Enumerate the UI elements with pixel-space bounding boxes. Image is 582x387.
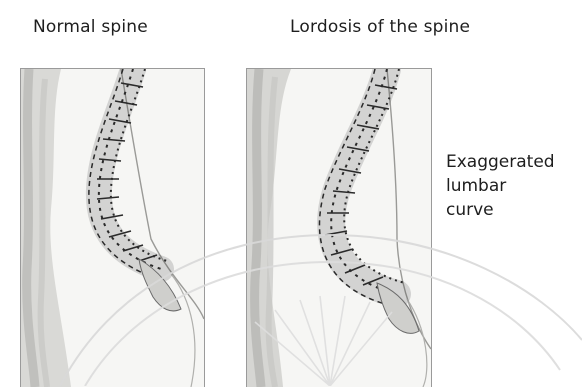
normal-spine-title: Normal spine (33, 17, 148, 37)
annotation-line: curve (446, 198, 580, 222)
exaggerated-lumbar-curve-label: Exaggerated lumbar curve (446, 150, 580, 222)
annotation-line: lumbar (446, 174, 580, 198)
lordosis-spine-illustration (246, 68, 432, 387)
annotation-line: Exaggerated (446, 150, 580, 174)
normal-spine-illustration (20, 68, 205, 387)
lordosis-spine-title: Lordosis of the spine (290, 17, 470, 37)
